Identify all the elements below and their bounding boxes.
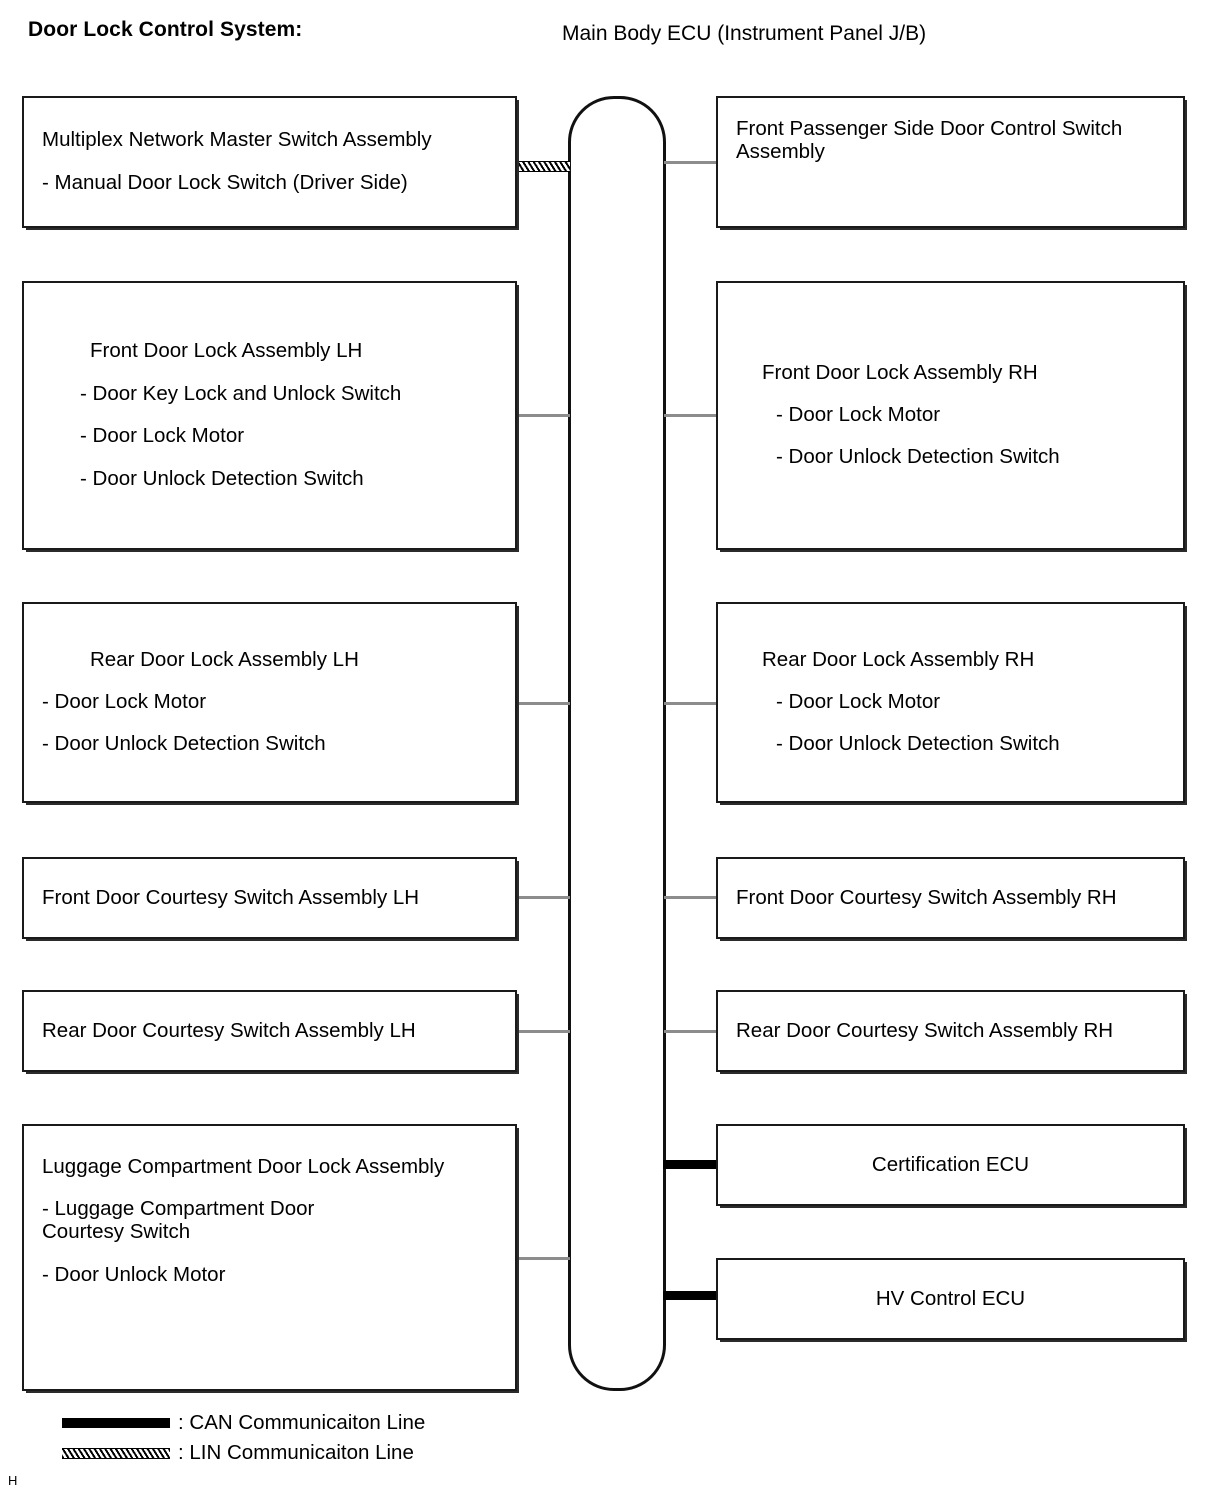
box-rear-door-courtesy-switch-assembly-rh[interactable]: Rear Door Courtesy Switch Assembly RH bbox=[716, 990, 1185, 1072]
box-heading: Front Door Courtesy Switch Assembly LH bbox=[42, 885, 420, 909]
box-item: - Door Lock Motor bbox=[776, 403, 941, 427]
connector-front-door-lock-rh bbox=[664, 414, 718, 417]
legend-item-lin: : LIN Communicaiton Line bbox=[62, 1438, 425, 1468]
box-heading: Luggage Compartment Door Lock Assembly bbox=[42, 1155, 445, 1178]
box-front-door-courtesy-switch-assembly-rh[interactable]: Front Door Courtesy Switch Assembly RH bbox=[716, 857, 1185, 939]
box-item: - Door Unlock Detection Switch bbox=[42, 732, 326, 756]
connector-rear-courtesy-rh bbox=[664, 1030, 718, 1033]
connector-front-courtesy-lh bbox=[517, 896, 570, 899]
connector-rear-door-lock-rh bbox=[664, 702, 718, 705]
main-body-ecu-label: Main Body ECU (Instrument Panel J/B) bbox=[562, 22, 927, 45]
box-front-door-lock-assembly-rh[interactable]: Front Door Lock Assembly RH - Door Lock … bbox=[716, 281, 1185, 550]
box-heading: Rear Door Courtesy Switch Assembly RH bbox=[736, 1018, 1114, 1042]
box-heading: Rear Door Lock Assembly RH bbox=[762, 647, 1035, 671]
box-item: - Door Lock Motor bbox=[80, 424, 245, 448]
box-item: - Manual Door Lock Switch (Driver Side) bbox=[42, 170, 408, 194]
connector-luggage-compartment bbox=[517, 1257, 570, 1260]
box-certification-ecu[interactable]: Certification ECU bbox=[716, 1124, 1185, 1206]
box-item: - Door Unlock Motor bbox=[42, 1262, 226, 1286]
box-luggage-compartment-door-lock-assembly[interactable]: Luggage Compartment Door Lock Assembly -… bbox=[22, 1124, 517, 1391]
page-mark: H bbox=[8, 1473, 18, 1488]
box-heading: Front Door Lock Assembly RH bbox=[762, 360, 1038, 384]
box-heading: Front Door Lock Assembly LH bbox=[90, 339, 363, 363]
box-rear-door-courtesy-switch-assembly-lh[interactable]: Rear Door Courtesy Switch Assembly LH bbox=[22, 990, 517, 1072]
box-front-passenger-side-door-control-switch-assembly[interactable]: Front Passenger Side Door Control Switch… bbox=[716, 96, 1185, 228]
box-rear-door-lock-assembly-lh[interactable]: Rear Door Lock Assembly LH - Door Lock M… bbox=[22, 602, 517, 803]
box-item: - Luggage Compartment Door Courtesy Swit… bbox=[42, 1197, 315, 1244]
connector-rear-door-lock-lh bbox=[517, 702, 570, 705]
legend: : CAN Communicaiton Line : LIN Communica… bbox=[62, 1408, 425, 1468]
connector-front-passenger-switch bbox=[664, 161, 718, 164]
box-heading: Rear Door Lock Assembly LH bbox=[90, 647, 359, 671]
box-multiplex-network-master-switch-assembly[interactable]: Multiplex Network Master Switch Assembly… bbox=[22, 96, 517, 228]
lin-line-swatch-icon bbox=[62, 1447, 170, 1459]
can-connector-hv-control-ecu bbox=[663, 1291, 719, 1300]
legend-item-can: : CAN Communicaiton Line bbox=[62, 1408, 425, 1438]
box-heading: Front Passenger Side Door Control Switch… bbox=[736, 117, 1123, 163]
box-item: - Door Unlock Detection Switch bbox=[776, 732, 1060, 756]
main-body-ecu-bar bbox=[568, 96, 666, 1391]
box-item: - Door Key Lock and Unlock Switch bbox=[80, 381, 402, 405]
connector-rear-courtesy-lh bbox=[517, 1030, 570, 1033]
connector-front-courtesy-rh bbox=[664, 896, 718, 899]
box-item: - Door Unlock Detection Switch bbox=[776, 445, 1060, 469]
connector-front-door-lock-lh bbox=[517, 414, 570, 417]
box-item: - Door Unlock Detection Switch bbox=[80, 466, 364, 490]
legend-label: : LIN Communicaiton Line bbox=[178, 1441, 414, 1464]
box-front-door-courtesy-switch-assembly-lh[interactable]: Front Door Courtesy Switch Assembly LH bbox=[22, 857, 517, 939]
box-front-door-lock-assembly-lh[interactable]: Front Door Lock Assembly LH - Door Key L… bbox=[22, 281, 517, 550]
box-heading: Front Door Courtesy Switch Assembly RH bbox=[736, 885, 1117, 909]
box-heading: Multiplex Network Master Switch Assembly bbox=[42, 128, 432, 152]
box-item: - Door Lock Motor bbox=[776, 690, 941, 714]
legend-label: : CAN Communicaiton Line bbox=[178, 1411, 426, 1434]
box-heading: Rear Door Courtesy Switch Assembly LH bbox=[42, 1018, 416, 1042]
box-item: - Door Lock Motor bbox=[42, 690, 207, 714]
lin-connector-multiplex-switch bbox=[517, 161, 570, 172]
can-line-swatch-icon bbox=[62, 1418, 170, 1428]
box-rear-door-lock-assembly-rh[interactable]: Rear Door Lock Assembly RH - Door Lock M… bbox=[716, 602, 1185, 803]
can-connector-certification-ecu bbox=[663, 1160, 719, 1169]
box-heading: HV Control ECU bbox=[875, 1286, 1026, 1310]
box-hv-control-ecu[interactable]: HV Control ECU bbox=[716, 1258, 1185, 1340]
page-title: Door Lock Control System: bbox=[28, 18, 303, 41]
box-heading: Certification ECU bbox=[871, 1152, 1030, 1176]
